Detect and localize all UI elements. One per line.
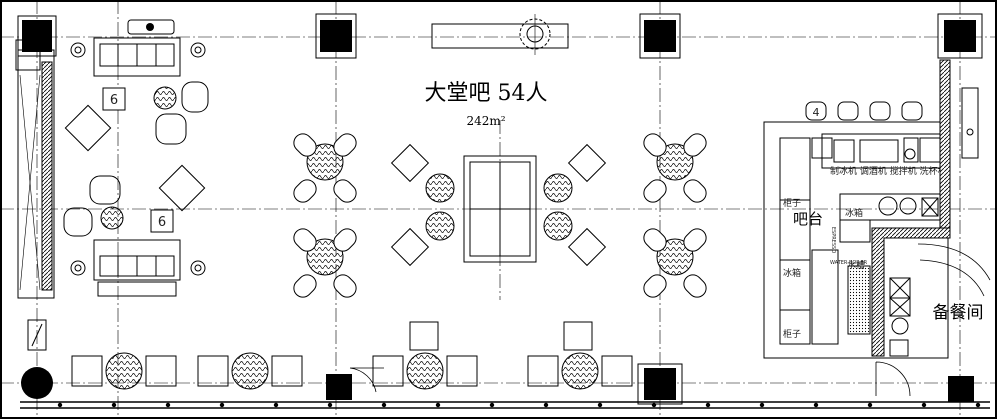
- window-chair: [271, 355, 303, 387]
- round-table: [306, 143, 344, 181]
- wall-tick: [975, 402, 981, 408]
- fridge-label: 冰箱: [845, 207, 863, 219]
- pantry: [871, 59, 991, 357]
- room-area: 242m²: [466, 114, 505, 128]
- window-table-set: [372, 352, 478, 390]
- sofa-top-left: [70, 19, 206, 77]
- round-tables: [293, 133, 707, 298]
- chair: [683, 228, 707, 252]
- wall-tick: [921, 402, 927, 408]
- window-table-set: [71, 352, 177, 390]
- cabinet-label-2: 冰箱: [783, 267, 801, 279]
- central-sofa: [390, 143, 607, 267]
- planter-box: [431, 14, 569, 55]
- round-table-set: [643, 133, 707, 203]
- wall-tick: [165, 402, 171, 408]
- window-seating: [71, 321, 633, 390]
- window-chair: [601, 355, 633, 387]
- round-table-set: [293, 228, 357, 298]
- wall-tick: [111, 402, 117, 408]
- wall-tick: [489, 402, 495, 408]
- window-chair: [145, 355, 177, 387]
- chair: [333, 179, 357, 203]
- bar-area: [763, 121, 949, 359]
- window-table: [406, 352, 444, 390]
- doors: [27, 319, 911, 397]
- room-title: 大堂吧 54人: [425, 81, 548, 106]
- window-chair: [409, 321, 439, 351]
- round-table: [656, 238, 694, 276]
- window-chair: [197, 355, 229, 387]
- window-table: [105, 352, 143, 390]
- window-chair: [446, 355, 478, 387]
- sofa-bottom-left: [70, 239, 206, 297]
- chair: [683, 274, 707, 298]
- bottom-wall: [20, 401, 990, 409]
- lounge-chairs-left: [63, 81, 209, 237]
- chair: [333, 133, 357, 157]
- water-boiler-label: WATER BOILER: [830, 260, 868, 266]
- round-table: [306, 238, 344, 276]
- window-table: [561, 352, 599, 390]
- wall-tick: [651, 402, 657, 408]
- wall-tick: [543, 402, 549, 408]
- wall-tick: [219, 402, 225, 408]
- chair: [683, 179, 707, 203]
- seat-count-boxes: 6 6: [102, 87, 174, 233]
- chair: [683, 133, 707, 157]
- window-table-set: [197, 352, 303, 390]
- round-table-set: [293, 133, 357, 203]
- cabinet-label-3: 柜子: [783, 328, 801, 340]
- pantry-label: 备餐间: [933, 303, 984, 323]
- bar-seat-count: 4: [813, 106, 820, 119]
- structural-columns: [17, 13, 983, 405]
- round-table-set: [643, 228, 707, 298]
- left-wall: [15, 39, 55, 299]
- wall-tick: [705, 402, 711, 408]
- chair: [293, 179, 317, 203]
- wall-tick: [435, 402, 441, 408]
- wall-tick: [597, 402, 603, 408]
- chair: [333, 274, 357, 298]
- window-chair: [71, 355, 103, 387]
- window-chair: [372, 355, 404, 387]
- wall-tick: [867, 402, 873, 408]
- chair: [643, 274, 667, 298]
- wall-tick: [57, 402, 63, 408]
- wall-tick: [759, 402, 765, 408]
- wall-tick: [273, 402, 279, 408]
- chair: [643, 133, 667, 157]
- chair: [643, 179, 667, 203]
- cabinet-label-1: 柜子: [783, 197, 801, 209]
- bar-stools: 4: [805, 101, 923, 121]
- espresso-label: ESPRESSO: [830, 227, 836, 253]
- round-table: [656, 143, 694, 181]
- wall-tick: [381, 402, 387, 408]
- sink-label: 水槽: [847, 259, 865, 271]
- wall-tick: [813, 402, 819, 408]
- chair: [293, 228, 317, 252]
- window-chair: [563, 321, 593, 351]
- chair: [333, 228, 357, 252]
- window-table-set: [527, 352, 633, 390]
- chair: [293, 274, 317, 298]
- chair: [293, 133, 317, 157]
- bar-equipment-label: 制冰机 调酒机 搅拌机 洗杯机: [830, 165, 947, 177]
- chair: [643, 228, 667, 252]
- window-table: [231, 352, 269, 390]
- bar-label: 吧台: [793, 210, 823, 228]
- window-chair: [527, 355, 559, 387]
- seat-count-a: 6: [110, 93, 118, 108]
- wall-tick: [327, 402, 333, 408]
- seat-count-b: 6: [158, 215, 166, 230]
